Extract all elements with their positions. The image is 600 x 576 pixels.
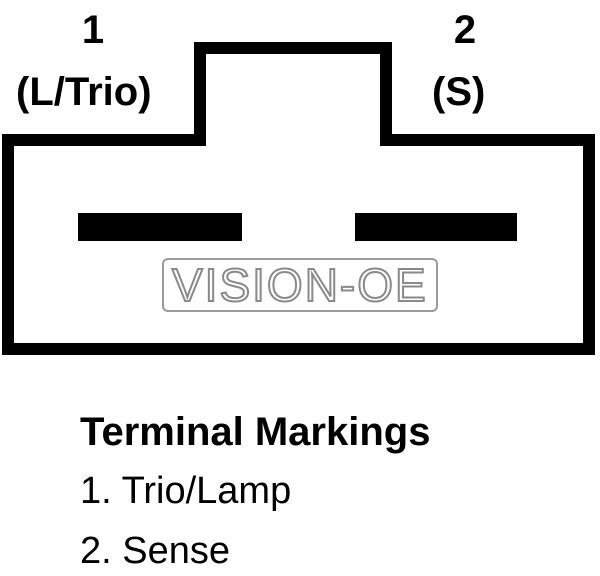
- terminal-1-blade: [78, 213, 242, 241]
- legend-title: Terminal Markings: [80, 410, 431, 454]
- terminal-1-name: (L/Trio): [16, 70, 152, 114]
- terminal-2-name: (S): [432, 70, 486, 114]
- vision-oe-watermark: VISION-OE: [162, 258, 438, 312]
- terminal-2-number: 2: [453, 8, 477, 52]
- connector-housing: [2, 42, 595, 355]
- legend-item-2: 2. Sense: [80, 530, 230, 572]
- terminal-1-number: 1: [81, 8, 105, 52]
- legend-item-1: 1. Trio/Lamp: [80, 470, 292, 512]
- terminal-2-blade: [355, 213, 517, 241]
- connector-outline: [2, 42, 595, 355]
